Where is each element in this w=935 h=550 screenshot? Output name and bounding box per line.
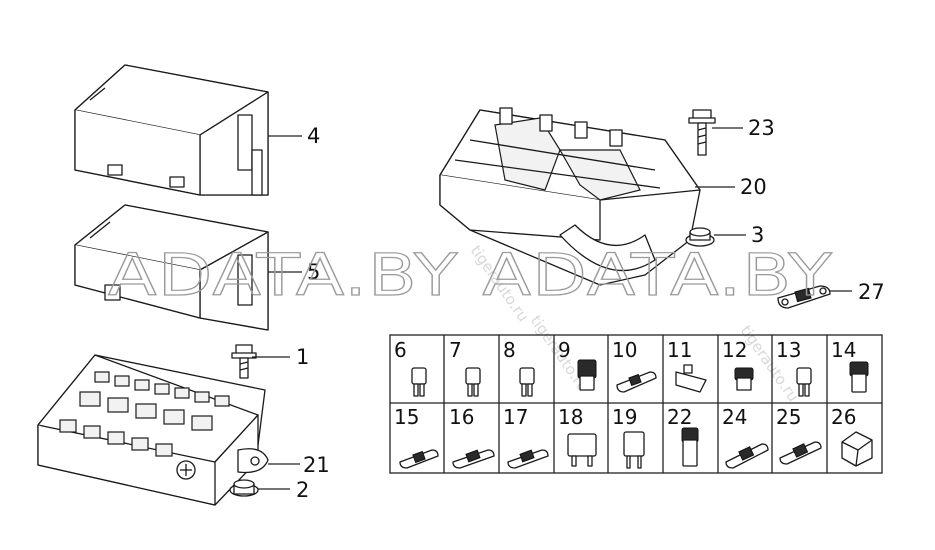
callout-27: 27 (858, 280, 885, 304)
grid-label-6: 6 (394, 338, 407, 362)
part-23-bolt (688, 109, 716, 156)
part-27-fusible-link (777, 285, 831, 309)
callout-2: 2 (296, 478, 309, 502)
callout-3: 3 (751, 223, 764, 247)
grid-label-24: 24 (722, 405, 747, 429)
fusible-link-icon-16 (452, 449, 495, 469)
fusible-link-icon-24 (725, 443, 769, 469)
fusible-link-icon-15 (399, 449, 439, 469)
grid-label-16: 16 (449, 405, 474, 429)
grid-label-17: 17 (503, 405, 528, 429)
part-1-bolt (231, 344, 257, 379)
grid-label-8: 8 (503, 338, 516, 362)
grid-label-15: 15 (394, 405, 419, 429)
maxi-fuse-icon-9 (577, 359, 597, 391)
part-5-lower-cover (74, 204, 269, 331)
mini-fuse-icon-13 (796, 367, 812, 397)
fusible-link-icon-25 (779, 441, 822, 465)
part-2-nut (229, 479, 259, 497)
part-3-nut (685, 227, 715, 247)
grid-label-10: 10 (612, 338, 637, 362)
cartridge-fuse-icon-12 (734, 367, 754, 391)
relay-icon-19 (623, 431, 645, 469)
mini-fuse-icon-8 (519, 367, 535, 397)
mini-fuse-icon-7 (465, 367, 481, 397)
part-20-bracket-housing (439, 107, 701, 286)
grid-label-19: 19 (612, 405, 637, 429)
callout-4: 4 (307, 124, 320, 148)
grid-label-13: 13 (776, 338, 801, 362)
fusible-link-icon-17 (507, 449, 549, 469)
mini-fuse-icon-6 (411, 367, 427, 397)
grid-label-22: 22 (667, 405, 692, 429)
callout-23: 23 (748, 116, 775, 140)
grid-label-12: 12 (722, 338, 747, 362)
slow-blow-fuse-icon-11 (675, 364, 707, 393)
relay-icon-26 (841, 431, 873, 467)
grid-label-26: 26 (831, 405, 856, 429)
callout-1: 1 (296, 345, 309, 369)
maxi-fuse-icon-14 (849, 361, 869, 393)
grid-label-7: 7 (449, 338, 462, 362)
fuse-relay-grid (389, 334, 883, 474)
grid-label-25: 25 (776, 405, 801, 429)
adata-watermark: ADATA.BY ADATA.BY (108, 241, 833, 309)
grid-label-9: 9 (558, 338, 571, 362)
callout-21: 21 (303, 453, 330, 477)
grid-label-18: 18 (558, 405, 583, 429)
grid-label-11: 11 (667, 338, 692, 362)
maxi-fuse-icon-22 (681, 427, 699, 467)
relay-icon-18 (567, 433, 597, 467)
grid-label-14: 14 (831, 338, 856, 362)
callout-20: 20 (740, 175, 767, 199)
callout-5: 5 (307, 260, 320, 284)
part-21-fuse-box-base (37, 354, 269, 506)
fusible-link-icon-10 (616, 371, 657, 393)
part-4-upper-cover (74, 64, 269, 196)
